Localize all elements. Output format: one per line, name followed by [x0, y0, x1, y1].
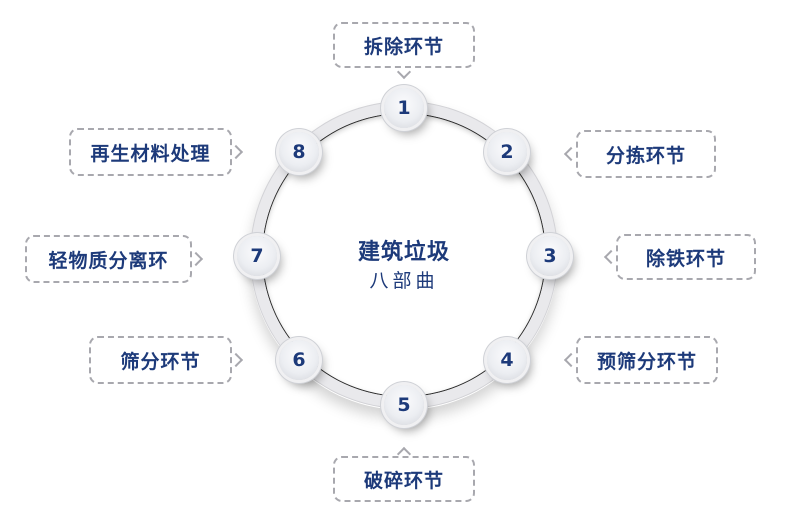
step-label-5: 破碎环节 [333, 456, 475, 502]
step-label-4: 预筛分环节 [576, 336, 718, 384]
step-node-4: 4 [487, 340, 527, 380]
step-label-1: 拆除环节 [333, 22, 475, 68]
step-node-1: 1 [384, 88, 424, 128]
step-node-2: 2 [487, 132, 527, 172]
step-node-5: 5 [384, 385, 424, 425]
step-node-6: 6 [279, 340, 319, 380]
step-label-7: 轻物质分离环 [25, 235, 192, 283]
step-label-2: 分拣环节 [576, 130, 716, 178]
center-title: 建筑垃圾 [357, 240, 450, 265]
step-node-3: 3 [530, 236, 570, 276]
step-node-8: 8 [279, 132, 319, 172]
step-label-6: 筛分环节 [89, 336, 232, 384]
center-subtitle: 八部曲 [369, 270, 439, 292]
step-label-8: 再生材料处理 [69, 128, 232, 176]
step-label-3: 除铁环节 [616, 234, 756, 280]
step-node-7: 7 [237, 236, 277, 276]
